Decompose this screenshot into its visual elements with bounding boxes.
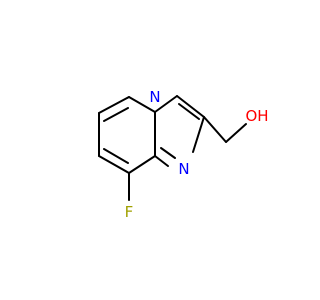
bond: [128, 96, 156, 113]
atom-label-f: F: [125, 203, 134, 221]
bond: [203, 116, 227, 143]
bond: [128, 155, 156, 174]
bond: [192, 116, 205, 153]
bond: [154, 155, 169, 167]
bond: [103, 148, 129, 164]
atom-label-oh: OH: [245, 107, 268, 125]
bond: [98, 96, 130, 114]
bond: [160, 147, 176, 159]
molecule-structure: N N F OH: [98, 88, 269, 221]
bond: [98, 155, 130, 174]
bond: [154, 95, 178, 113]
bond: [178, 103, 200, 120]
bond: [225, 123, 247, 143]
atom-label-n1: N: [149, 88, 160, 106]
atom-label-n3: N: [178, 160, 189, 178]
bond: [176, 95, 205, 118]
bond: [103, 107, 129, 122]
